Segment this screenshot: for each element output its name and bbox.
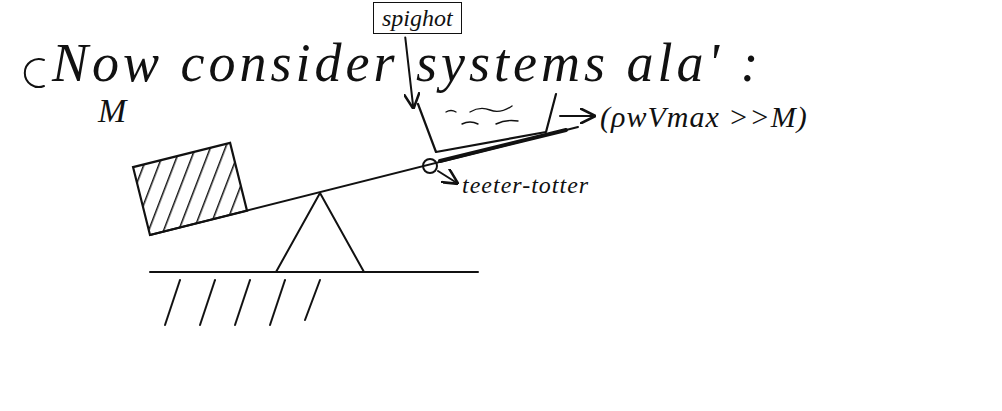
water-stream	[446, 106, 518, 124]
fulcrum-triangle	[276, 193, 364, 272]
leader-arrow	[438, 171, 457, 183]
note-text: Now consider systems ala' :	[52, 34, 763, 93]
mass-block: M	[128, 138, 252, 240]
hatched-block	[128, 138, 252, 240]
block-outline	[133, 143, 247, 235]
box-text: spighot	[382, 5, 453, 31]
pivot-circle	[423, 159, 437, 173]
formula-note: (ρwVmax >>M)	[600, 100, 808, 133]
plank-pad	[440, 130, 566, 161]
mass-label: M	[98, 92, 126, 129]
bullet-arc	[25, 59, 44, 87]
ground-line	[150, 271, 478, 273]
ground-hatch	[165, 280, 320, 325]
leader-arrow	[560, 115, 594, 117]
part-label: teeter-totter	[462, 172, 589, 198]
boxed-label: spighot	[373, 2, 462, 34]
bucket	[418, 94, 556, 152]
